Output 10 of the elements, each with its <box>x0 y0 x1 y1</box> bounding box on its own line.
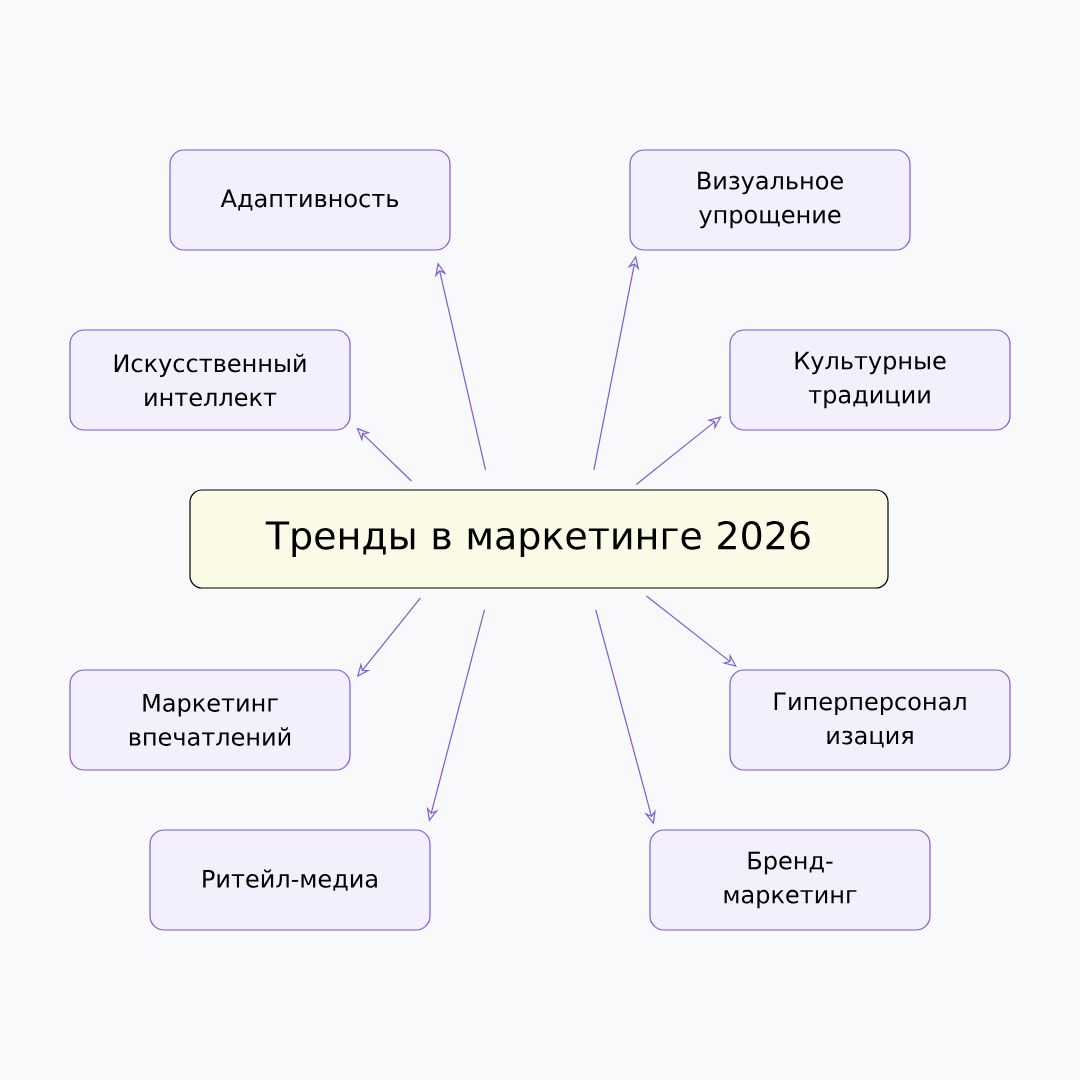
topic-box: Адаптивность <box>169 149 451 251</box>
central-topic-box: Тренды в маркетинге 2026 <box>189 489 889 589</box>
topic-box: Искусственный интеллект <box>69 329 351 431</box>
topic-box: Бренд- маркетинг <box>649 829 931 931</box>
topic-box: Маркетинг впечатлений <box>69 669 351 771</box>
topic-box: Культурные традиции <box>729 329 1011 431</box>
topic-box: Визуальное упрощение <box>629 149 911 251</box>
arrow <box>645 595 737 667</box>
topic-box: Ритейл-медиа <box>149 829 431 931</box>
topic-box: Гиперперсонал изация <box>729 669 1011 771</box>
